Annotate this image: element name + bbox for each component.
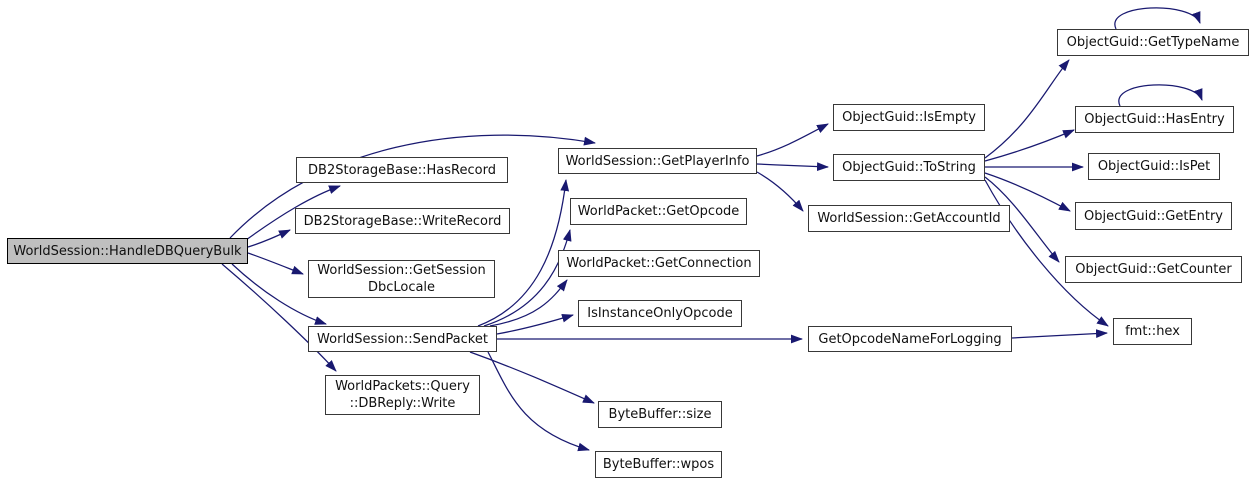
edge-handle-db-query-bulk-to-get-player-info <box>229 134 596 239</box>
node-byte-buffer-wpos[interactable]: ByteBuffer::wpos <box>595 451 722 478</box>
edge-handle-db-query-bulk-to-write-record <box>247 229 291 248</box>
edge-get-opcode-name-for-logging-to-fmt-hex <box>1011 329 1108 339</box>
edge-to-string-to-get-counter <box>984 176 1060 263</box>
edge-to-string-to-get-entry <box>984 172 1071 212</box>
edge-handle-db-query-bulk-to-db-reply-write <box>221 263 337 372</box>
node-is-pet[interactable]: ObjectGuid::IsPet <box>1088 153 1220 180</box>
edge-get-type-name-to-get-type-name <box>1114 7 1201 30</box>
edge-handle-db-query-bulk-to-has-record <box>245 185 341 241</box>
node-is-empty[interactable]: ObjectGuid::IsEmpty <box>833 104 985 131</box>
edge-to-string-to-has-entry <box>984 129 1075 162</box>
node-get-player-info[interactable]: WorldSession::GetPlayerInfo <box>558 148 757 174</box>
node-get-opcode-name-for-logging[interactable]: GetOpcodeNameForLogging <box>808 326 1012 352</box>
node-get-session-dbc-locale[interactable]: WorldSession::GetSession DbcLocale <box>308 260 495 298</box>
node-to-string[interactable]: ObjectGuid::ToString <box>833 154 985 181</box>
edge-get-player-info-to-is-empty <box>756 123 829 157</box>
edge-send-packet-to-is-instance-only-opcode <box>496 313 574 335</box>
edge-send-packet-to-get-player-info <box>477 179 570 327</box>
edge-get-player-info-to-get-account-id <box>756 171 804 212</box>
node-get-counter[interactable]: ObjectGuid::GetCounter <box>1065 256 1242 283</box>
node-is-instance-only-opcode[interactable]: IsInstanceOnlyOpcode <box>578 300 742 327</box>
edge-to-string-to-get-type-name <box>984 59 1070 159</box>
node-has-record[interactable]: DB2StorageBase::HasRecord <box>296 157 508 183</box>
edge-get-player-info-to-to-string <box>756 162 829 172</box>
edge-send-packet-to-get-connection <box>489 279 568 327</box>
node-get-type-name[interactable]: ObjectGuid::GetTypeName <box>1057 29 1249 56</box>
node-get-opcode[interactable]: WorldPacket::GetOpcode <box>570 198 747 225</box>
node-fmt-hex[interactable]: fmt::hex <box>1113 318 1192 345</box>
node-send-packet[interactable]: WorldSession::SendPacket <box>308 326 497 352</box>
edge-handle-db-query-bulk-to-send-packet <box>231 263 327 325</box>
edge-to-string-to-fmt-hex <box>984 179 1109 327</box>
edge-handle-db-query-bulk-to-get-session-dbc-locale <box>247 252 304 275</box>
node-write-record[interactable]: DB2StorageBase::WriteRecord <box>295 208 510 234</box>
node-get-account-id[interactable]: WorldSession::GetAccountId <box>808 205 1010 232</box>
node-get-entry[interactable]: ObjectGuid::GetEntry <box>1075 202 1232 230</box>
node-handle-db-query-bulk[interactable]: WorldSession::HandleDBQueryBulk <box>7 238 248 264</box>
edge-send-packet-to-get-opcode <box>483 229 572 327</box>
edge-send-packet-to-byte-buffer-size <box>469 351 595 404</box>
node-byte-buffer-size[interactable]: ByteBuffer::size <box>598 401 722 428</box>
node-get-connection[interactable]: WorldPacket::GetConnection <box>558 250 760 277</box>
node-has-entry[interactable]: ObjectGuid::HasEntry <box>1075 106 1234 133</box>
node-db-reply-write[interactable]: WorldPackets::Query ::DBReply::Write <box>325 375 480 415</box>
edge-has-entry-to-has-entry <box>1118 84 1203 107</box>
edge-send-packet-to-byte-buffer-wpos <box>487 351 590 452</box>
